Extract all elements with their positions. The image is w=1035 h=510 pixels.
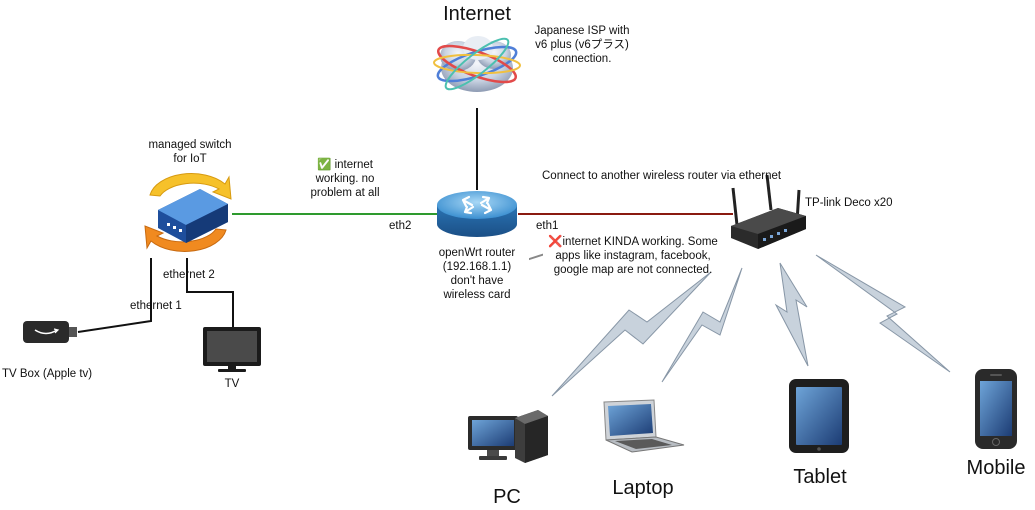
switch-label-line: for IoT [173,153,207,165]
eth1-status-line: ❌internet KINDA working. Some [548,236,718,248]
ethernet-1-link [77,258,152,333]
isp-note-line: connection. [552,53,612,65]
cloud-icon [433,36,521,92]
ethernet-2-label: ethernet 2 [163,269,215,281]
eth2-status-note: ✅ internet working. no problem at all [290,158,400,200]
deco-label: TP-link Deco x20 [805,197,893,209]
pc-icon [468,253,548,463]
deco-link-note: Connect to another wireless router via e… [542,170,782,182]
tablet-icon [789,379,849,453]
mobile-label: Mobile [966,457,1026,479]
laptop-label: Laptop [612,477,674,499]
router-label-line: (192.168.1.1) [442,261,512,273]
eth1-port-label: eth1 [536,220,559,232]
isp-note-line: v6 plus (v6プラス) [535,39,629,51]
switch-label: managed switch for IoT [130,138,250,166]
tv-icon [203,327,261,372]
router-label: openWrt router (192.168.1.1) don't have … [417,246,537,302]
router-label-line: wireless card [443,289,511,301]
ethernet-2-link [186,258,234,327]
eth1-status-line: apps like instagram, facebook, [555,250,711,262]
isp-note: Japanese ISP with v6 plus (v6プラス) connec… [522,24,642,66]
router-label-line: openWrt router [438,247,516,259]
eth2-status-line: working. no [315,173,375,185]
pc-label: PC [493,486,521,508]
eth1-status-note: ❌internet KINDA working. Some apps like … [538,235,728,277]
eth2-status-line: problem at all [310,187,380,199]
router-icon [437,191,517,237]
isp-note-line: Japanese ISP with [534,25,630,37]
eth2-port-label: eth2 [389,220,412,232]
cross-icon: ❌ [548,236,563,248]
tv-label: TV [224,378,240,390]
ethernet-1-label: ethernet 1 [130,300,182,312]
router-label-line: don't have [450,275,504,287]
tv-box-icon [23,321,77,343]
tablet-label: Tablet [793,466,847,488]
internet-title: Internet [443,3,511,25]
tvbox-label: TV Box (Apple tv) [2,368,93,380]
switch-icon [144,173,232,252]
check-icon: ✅ [317,159,332,171]
switch-label-line: managed switch [148,139,232,151]
laptop-icon [603,399,685,453]
lightning-icon [551,254,951,397]
eth2-status-line: ✅ internet [317,159,373,171]
mobile-icon [975,369,1017,449]
wireless-router-icon [731,174,806,249]
eth1-status-line: google map are not connected. [553,264,713,276]
